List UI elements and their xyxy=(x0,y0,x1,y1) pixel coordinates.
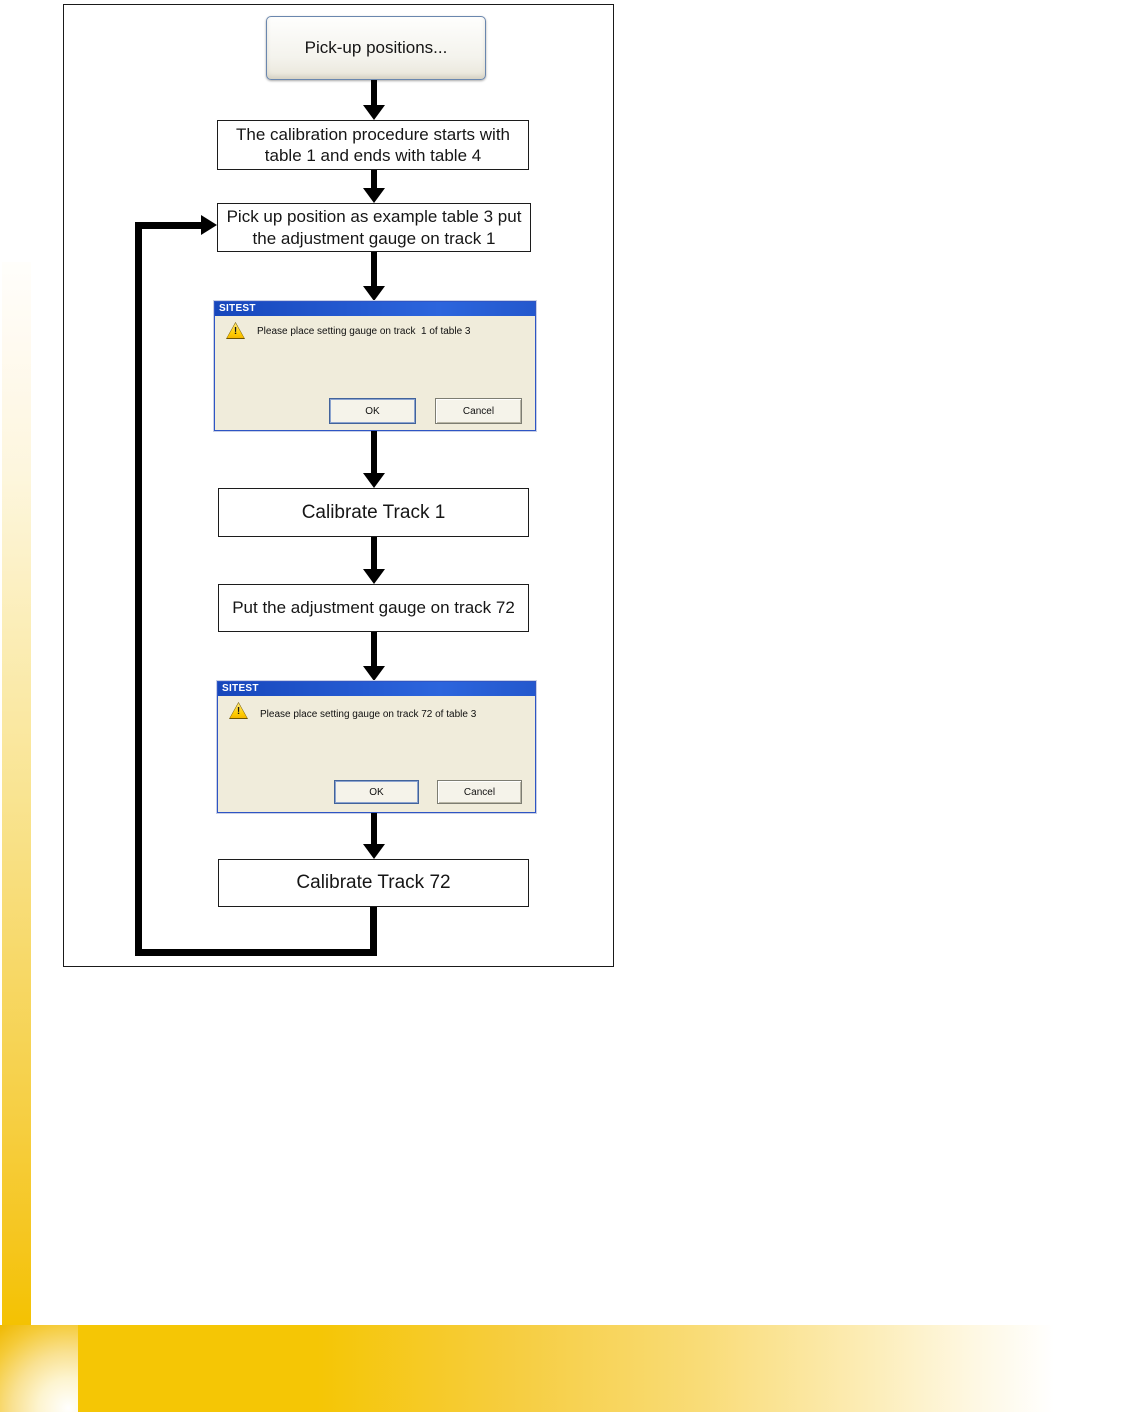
left-accent-gradient-bar xyxy=(2,262,31,1325)
sitest-dialog-track1: SITEST ! Please place setting gauge on t… xyxy=(214,301,536,431)
loop-connector-down xyxy=(370,907,377,956)
loop-connector-top xyxy=(135,222,201,229)
flow-step-calibrate-track-72: Calibrate Track 72 xyxy=(218,859,529,907)
flow-step-calibration-procedure: The calibration procedure starts with ta… xyxy=(217,120,529,170)
bottom-accent-gradient-bar xyxy=(0,1325,1134,1412)
warning-exclamation: ! xyxy=(236,706,241,717)
arrow-head-icon xyxy=(363,844,385,859)
arrow-head-icon xyxy=(363,569,385,584)
down-arrow-connector xyxy=(363,813,385,859)
warning-triangle-icon: ! xyxy=(229,702,248,719)
dialog-titlebar: SITEST xyxy=(215,302,535,316)
ok-button[interactable]: OK xyxy=(329,398,416,424)
arrow-head-icon xyxy=(363,473,385,488)
arrow-stem xyxy=(371,252,377,287)
down-arrow-connector xyxy=(363,252,385,301)
down-arrow-connector xyxy=(363,170,385,203)
warning-triangle-icon: ! xyxy=(226,322,245,339)
loop-connector-bottom xyxy=(135,949,377,956)
down-arrow-connector xyxy=(363,632,385,681)
dialog-titlebar: SITEST xyxy=(218,682,535,696)
down-arrow-connector xyxy=(363,431,385,488)
dialog-message: Please place setting gauge on track 72 o… xyxy=(260,709,477,720)
flow-step-gauge-track-72: Put the adjustment gauge on track 72 xyxy=(218,584,529,632)
arrow-stem xyxy=(371,170,377,189)
arrow-head-icon xyxy=(363,188,385,203)
arrow-stem xyxy=(371,537,377,570)
cancel-button[interactable]: Cancel xyxy=(435,398,522,424)
arrow-stem xyxy=(371,431,377,474)
arrow-stem xyxy=(371,80,377,106)
sitest-dialog-track72: SITEST ! Please place setting gauge on t… xyxy=(217,681,536,813)
loop-connector-left xyxy=(135,222,142,956)
ok-button[interactable]: OK xyxy=(334,780,419,804)
pickup-positions-button[interactable]: Pick-up positions... xyxy=(266,16,486,80)
loop-arrow-head-icon xyxy=(201,215,217,235)
warning-exclamation: ! xyxy=(233,326,238,337)
flowchart-frame: Pick-up positions... The calibration pro… xyxy=(63,4,614,967)
flow-step-pickup-position: Pick up position as example table 3 put … xyxy=(217,203,531,252)
bottom-left-accent-corner xyxy=(0,1325,78,1412)
arrow-head-icon xyxy=(363,666,385,681)
arrow-head-icon xyxy=(363,105,385,120)
arrow-stem xyxy=(371,632,377,667)
cancel-button[interactable]: Cancel xyxy=(437,780,522,804)
flow-step-calibrate-track-1: Calibrate Track 1 xyxy=(218,488,529,537)
down-arrow-connector xyxy=(363,537,385,584)
dialog-message: Please place setting gauge on track 1 of… xyxy=(257,326,471,337)
down-arrow-connector xyxy=(363,80,385,120)
arrow-stem xyxy=(371,813,377,845)
arrow-head-icon xyxy=(363,286,385,301)
